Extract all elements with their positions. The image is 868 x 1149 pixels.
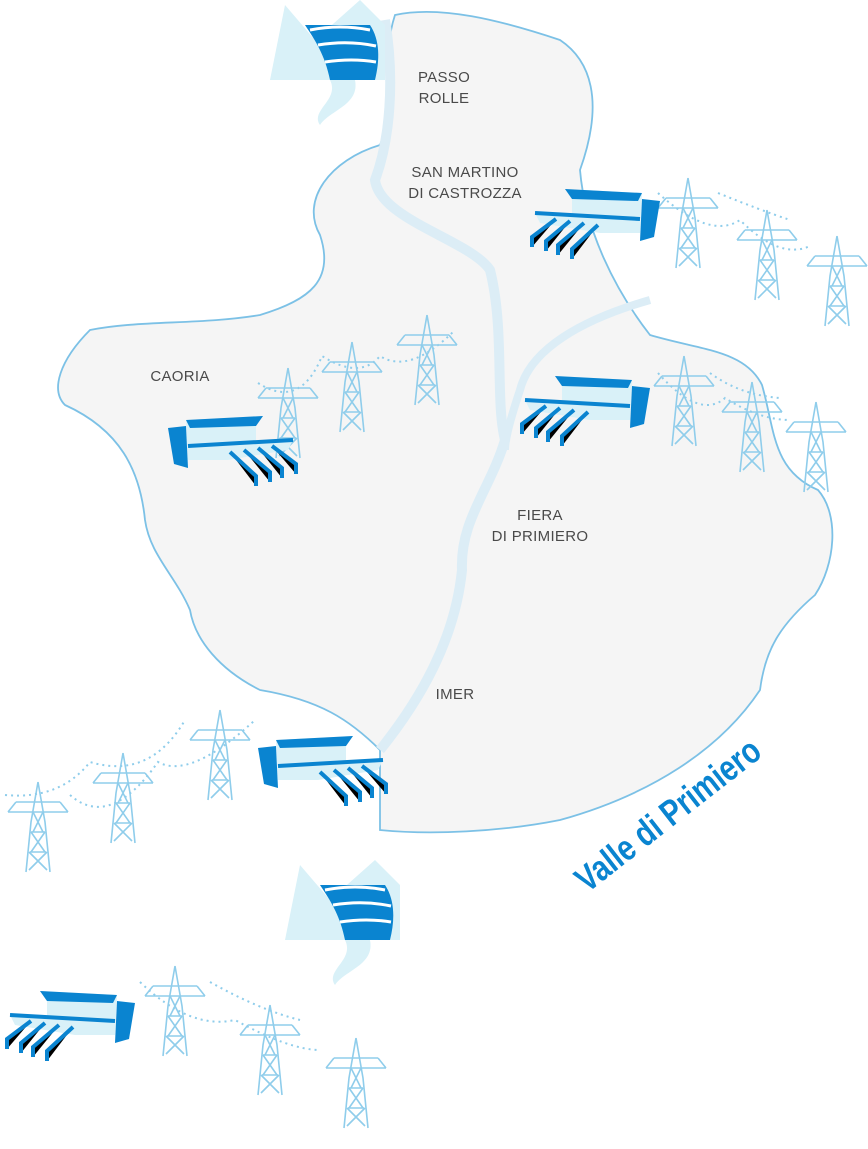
place-label-line: DI PRIMIERO bbox=[491, 528, 589, 545]
place-label-line: DI CASTROZZA bbox=[408, 185, 522, 202]
power-plant-icon bbox=[5, 989, 137, 1063]
pylon-icon bbox=[144, 965, 206, 1057]
pylon-icon bbox=[657, 177, 719, 269]
dam-icon bbox=[283, 858, 402, 987]
place-label-line: IMER bbox=[435, 686, 475, 703]
pylon-icon bbox=[189, 709, 251, 801]
place-label-imer: IMER bbox=[436, 684, 475, 705]
pylon-icon bbox=[806, 235, 868, 327]
river-branch bbox=[501, 296, 652, 451]
pylon-icon bbox=[239, 1004, 301, 1096]
place-label-line: CAORIA bbox=[150, 368, 210, 385]
power-plant-icon bbox=[256, 734, 388, 808]
place-label-line: ROLLE bbox=[418, 90, 470, 107]
pylon-icon bbox=[736, 209, 798, 301]
place-label-line: FIERA bbox=[517, 507, 563, 524]
valley-region bbox=[57, 10, 834, 834]
place-label-passo-rolle: PASSO ROLLE bbox=[418, 67, 470, 109]
pylon-icon bbox=[92, 752, 154, 844]
pylon-icon bbox=[325, 1037, 387, 1129]
place-label-line: SAN MARTINO bbox=[411, 164, 519, 181]
dam-icon bbox=[268, 0, 387, 127]
place-label-fiera-di-primiero: FIERA DI PRIMIERO bbox=[492, 505, 589, 547]
place-label-line: PASSO bbox=[417, 69, 471, 86]
place-label-san-martino: SAN MARTINO DI CASTROZZA bbox=[408, 162, 522, 204]
place-label-caoria: CAORIA bbox=[150, 366, 209, 387]
river-main bbox=[369, 19, 511, 754]
pylon-icon bbox=[7, 781, 69, 873]
